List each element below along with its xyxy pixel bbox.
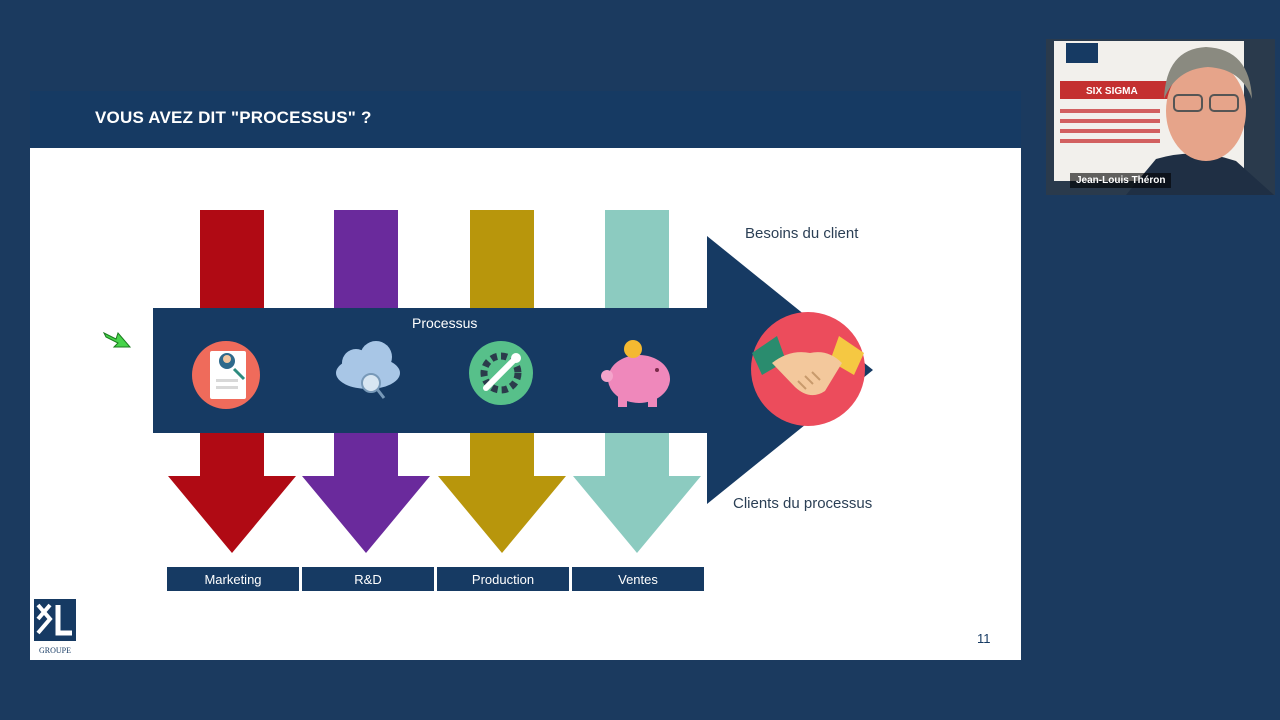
marketing-arrow-stem	[200, 210, 264, 310]
department-label-rd: R&D	[302, 567, 434, 591]
department-label-marketing: Marketing	[167, 567, 299, 591]
pointer-arrow-icon	[102, 331, 132, 348]
xl-groupe-logo: GROUPE	[34, 599, 78, 660]
department-label-production: Production	[437, 567, 569, 591]
glasses-left	[1173, 94, 1203, 112]
logo-text: GROUPE	[39, 646, 71, 655]
presentation-slide: VOUS AVEZ DIT "PROCESSUS" ?	[30, 91, 1021, 660]
glasses-right	[1209, 94, 1239, 112]
rd-arrow-stem	[334, 210, 398, 310]
ventes-arrow-stem	[605, 210, 669, 310]
ventes-arrow-head	[573, 431, 701, 553]
production-arrow-head	[438, 431, 566, 553]
participant-video-tile[interactable]: SIX SIGMA Jean-Louis Théron	[1046, 39, 1275, 195]
participant-name-label: Jean-Louis Théron	[1070, 173, 1172, 188]
piggy-bank-icon	[601, 340, 670, 407]
department-label-ventes: Ventes	[572, 567, 704, 591]
slide-title: VOUS AVEZ DIT "PROCESSUS" ?	[95, 108, 372, 127]
handshake-icon	[751, 312, 865, 426]
gear-wrench-icon	[469, 341, 533, 405]
participant-video: SIX SIGMA	[1046, 39, 1275, 195]
cloud-search-icon	[336, 341, 400, 399]
resume-search-icon	[192, 341, 260, 409]
rd-arrow-head	[302, 431, 430, 553]
slide-page-number: 11	[977, 631, 991, 646]
person-hair	[1164, 47, 1252, 99]
production-arrow-stem	[470, 210, 534, 310]
process-diagram	[153, 210, 873, 553]
marketing-arrow-head	[168, 431, 296, 553]
process-clients-label: Clients du processus	[733, 495, 873, 512]
person-face	[1166, 61, 1246, 161]
poster-text: SIX SIGMA	[1086, 86, 1138, 97]
slide-header: VOUS AVEZ DIT "PROCESSUS" ?	[30, 91, 1021, 148]
client-needs-label: Besoins du client	[745, 225, 859, 242]
process-label: Processus	[412, 315, 478, 331]
